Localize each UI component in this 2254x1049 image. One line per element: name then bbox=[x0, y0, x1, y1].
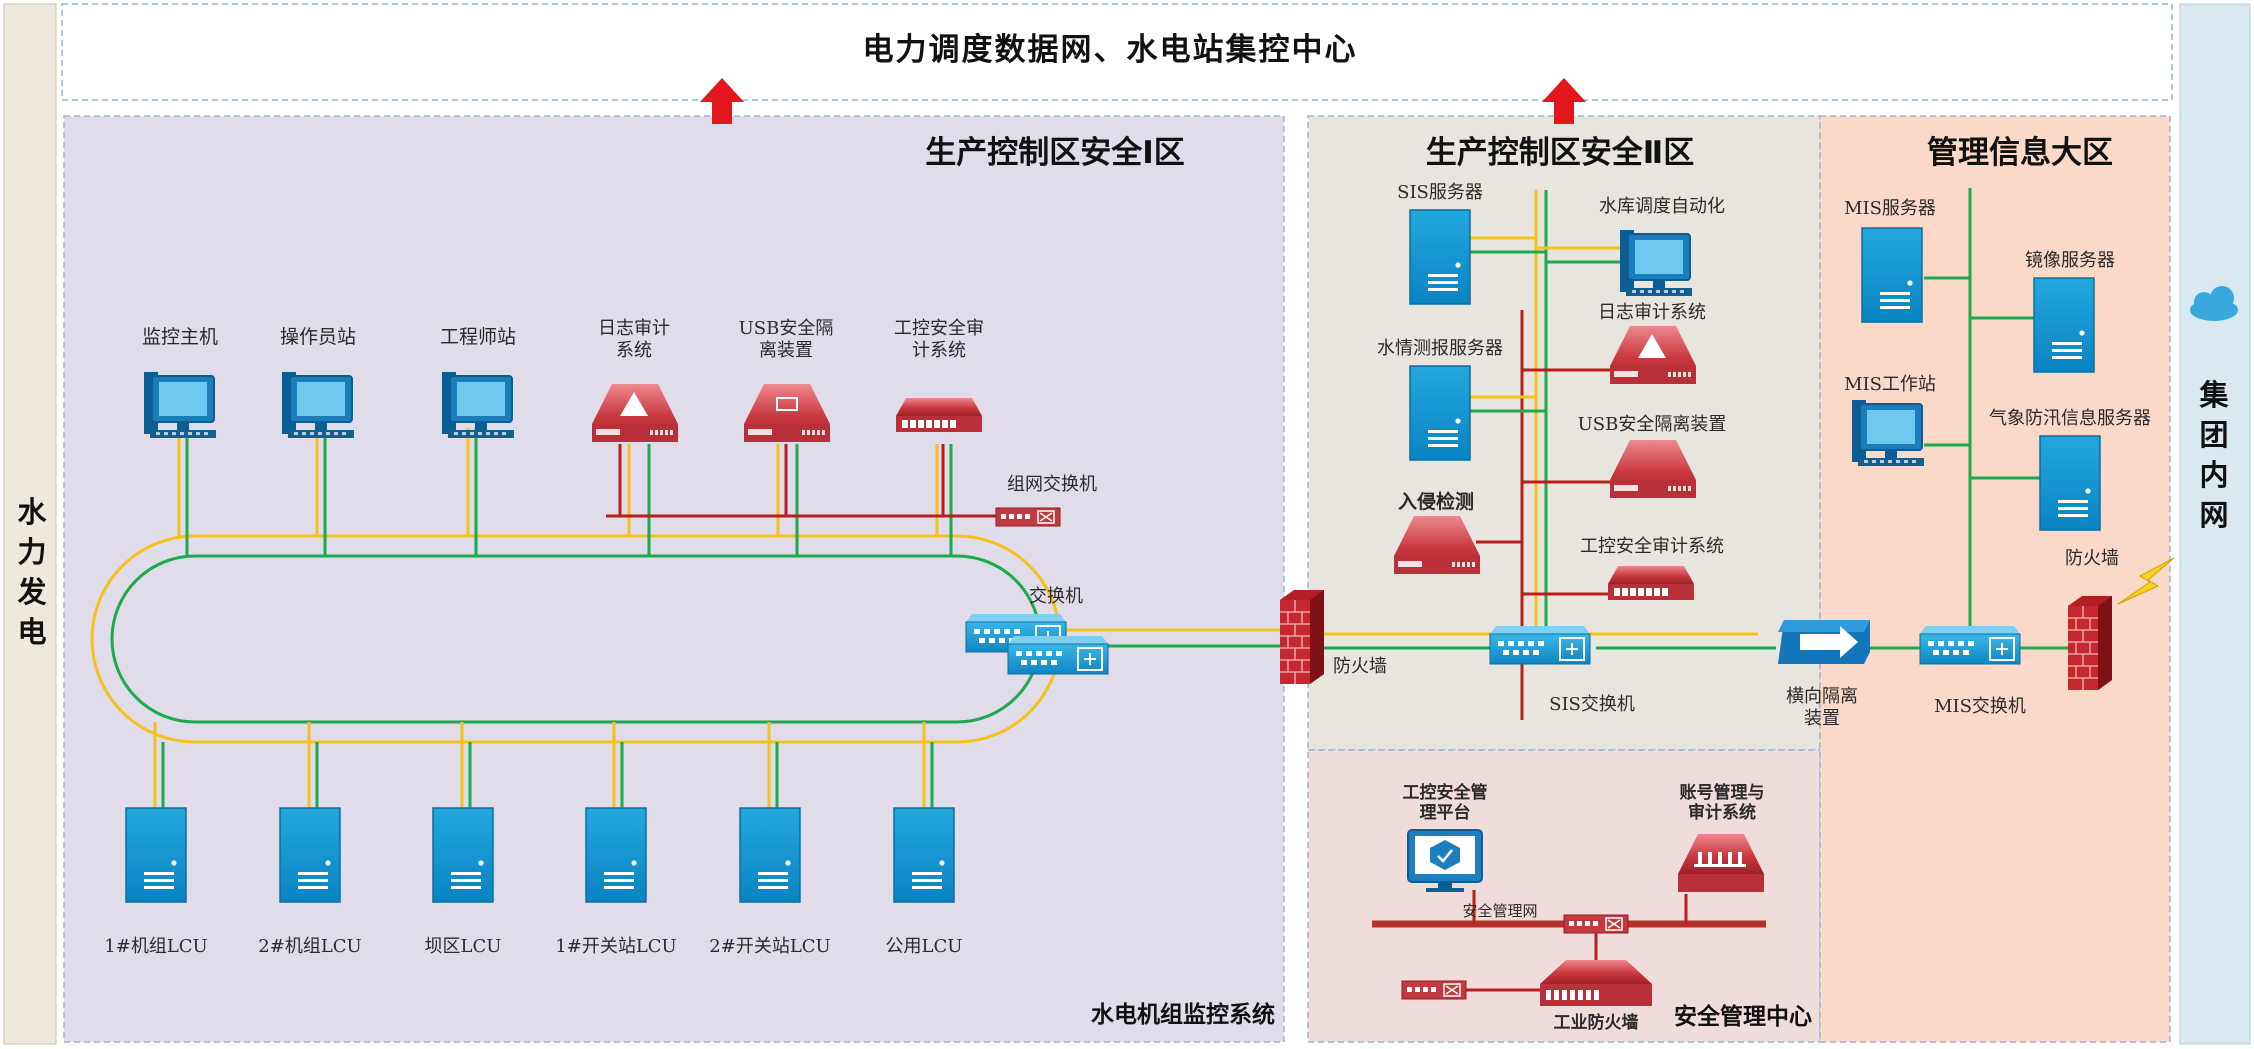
lcu-list: 1#机组LCU 2#机组LCU 坝区LCU 1#开关站LCU 2#开关站LCU 公用LCU bbox=[104, 807, 963, 957]
lcu-server-icon[interactable] bbox=[739, 807, 801, 903]
top-banner bbox=[61, 3, 2173, 101]
side-label-char: 电 bbox=[17, 615, 46, 649]
operator-station-label: 操作员站 bbox=[280, 326, 356, 348]
lcu-server-icon[interactable] bbox=[432, 807, 494, 903]
core-switch-label: 交换机 bbox=[1029, 586, 1083, 607]
zone2-title: 生产控制区安全Ⅱ区 bbox=[1426, 135, 1694, 171]
log-audit-label: 日志审计系统 bbox=[598, 318, 670, 361]
group-switch-icon[interactable] bbox=[995, 507, 1061, 527]
usb-2-label: USB安全隔离装置 bbox=[1578, 414, 1727, 435]
reservoir-label: 水库调度自动化 bbox=[1599, 196, 1725, 217]
lcu-server-icon[interactable] bbox=[893, 807, 955, 903]
side-label-char: 发 bbox=[16, 575, 46, 609]
side-label-char: 内 bbox=[2199, 458, 2228, 492]
zone1-title: 生产控制区安全Ⅰ区 bbox=[925, 135, 1185, 171]
zone1-panel bbox=[63, 115, 1285, 1043]
hydro-server-label: 水情测报服务器 bbox=[1377, 338, 1503, 359]
left-side-panel bbox=[3, 3, 57, 1045]
lcu-server-icon[interactable] bbox=[585, 807, 647, 903]
diagram-title: 电力调度数据网、水电站集控中心 bbox=[863, 32, 1358, 68]
sis-switch-icon[interactable] bbox=[1489, 625, 1591, 665]
industrial-firewall-label: 工业防火墙 bbox=[1554, 1012, 1639, 1033]
side-label-char: 团 bbox=[2199, 418, 2228, 452]
mis-server-icon[interactable] bbox=[1861, 227, 1923, 323]
firewall-icon[interactable] bbox=[1279, 589, 1325, 685]
lcu-label: 1#开关站LCU bbox=[555, 936, 676, 957]
zone1-subtitle: 水电机组监控系统 bbox=[1091, 1001, 1275, 1028]
mis-switch-icon[interactable] bbox=[1919, 625, 2021, 665]
ics-audit-2-label: 工控安全审计系统 bbox=[1580, 536, 1724, 557]
sis-server-label: SIS服务器 bbox=[1397, 182, 1483, 203]
side-label-char: 网 bbox=[2199, 498, 2228, 532]
smc-switch-icon[interactable] bbox=[1563, 914, 1629, 934]
weather-server-label: 气象防汛信息服务器 bbox=[1989, 408, 2151, 429]
lcu-label: 2#开关站LCU bbox=[709, 936, 830, 957]
monitor-host-label: 监控主机 bbox=[142, 326, 218, 348]
lcu-server-icon[interactable] bbox=[125, 807, 187, 903]
mis-station-label: MIS工作站 bbox=[1844, 374, 1936, 395]
hydro-server-icon[interactable] bbox=[1409, 365, 1471, 461]
warning-icon bbox=[1638, 334, 1666, 358]
industrial-firewall-icon[interactable] bbox=[1540, 960, 1652, 1006]
security-net-label: 安全管理网 bbox=[1462, 902, 1537, 920]
usb-isolation-label: USB安全隔离装置 bbox=[739, 318, 834, 361]
side-label-char: 力 bbox=[17, 535, 46, 569]
smc-title: 安全管理中心 bbox=[1674, 1003, 1812, 1030]
mis-firewall-icon[interactable] bbox=[2067, 595, 2113, 691]
ics-audit-label: 工控安全审计系统 bbox=[894, 318, 984, 361]
core-switch-icon[interactable] bbox=[1007, 635, 1109, 675]
isolation-device[interactable] bbox=[1778, 620, 1870, 664]
platform-label: 工控安全管理平台 bbox=[1403, 782, 1488, 823]
smc-small-switch-icon[interactable] bbox=[1401, 980, 1467, 1000]
right-side-panel bbox=[2179, 3, 2251, 1045]
lcu-label: 坝区LCU bbox=[425, 936, 502, 957]
firewall-label: 防火墙 bbox=[1333, 656, 1387, 677]
warning-icon bbox=[620, 392, 648, 416]
mirror-server-icon[interactable] bbox=[2033, 277, 2095, 373]
mis-switch-label: MIS交换机 bbox=[1934, 696, 2026, 717]
sis-switch-label: SIS交换机 bbox=[1549, 694, 1635, 715]
usb-icon bbox=[776, 397, 798, 411]
lcu-server-icon[interactable] bbox=[279, 807, 341, 903]
ids-label: 入侵检测 bbox=[1398, 490, 1474, 513]
cloud-icon bbox=[2190, 286, 2238, 321]
sis-server-icon[interactable] bbox=[1409, 209, 1471, 305]
ics-audit-device-icon[interactable] bbox=[896, 398, 982, 432]
mirror-server-label: 镜像服务器 bbox=[2025, 250, 2115, 271]
ics-audit-2-icon[interactable] bbox=[1608, 566, 1694, 600]
engineer-station-label: 工程师站 bbox=[440, 326, 516, 348]
lcu-label: 2#机组LCU bbox=[258, 936, 361, 957]
side-label-char: 水 bbox=[17, 495, 47, 529]
account-label: 账号管理与审计系统 bbox=[1680, 782, 1765, 823]
lcu-label: 1#机组LCU bbox=[104, 936, 207, 957]
lcu-label: 公用LCU bbox=[886, 936, 963, 957]
account-audit-icon[interactable] bbox=[1678, 834, 1764, 892]
zone3-title: 管理信息大区 bbox=[1927, 135, 2113, 171]
mis-server-label: MIS服务器 bbox=[1844, 198, 1936, 219]
platform-monitor-icon[interactable] bbox=[1407, 829, 1483, 892]
mis-firewall-label: 防火墙 bbox=[2065, 548, 2119, 569]
weather-server-icon[interactable] bbox=[2039, 435, 2101, 531]
arrow-right-icon bbox=[1800, 626, 1858, 658]
lightning-icon bbox=[2117, 557, 2175, 605]
side-label-char: 集 bbox=[2198, 378, 2229, 412]
isolation-label: 横向隔离装置 bbox=[1786, 686, 1858, 729]
group-switch-label: 组网交换机 bbox=[1007, 474, 1097, 495]
log-audit-2-label: 日志审计系统 bbox=[1598, 302, 1706, 323]
